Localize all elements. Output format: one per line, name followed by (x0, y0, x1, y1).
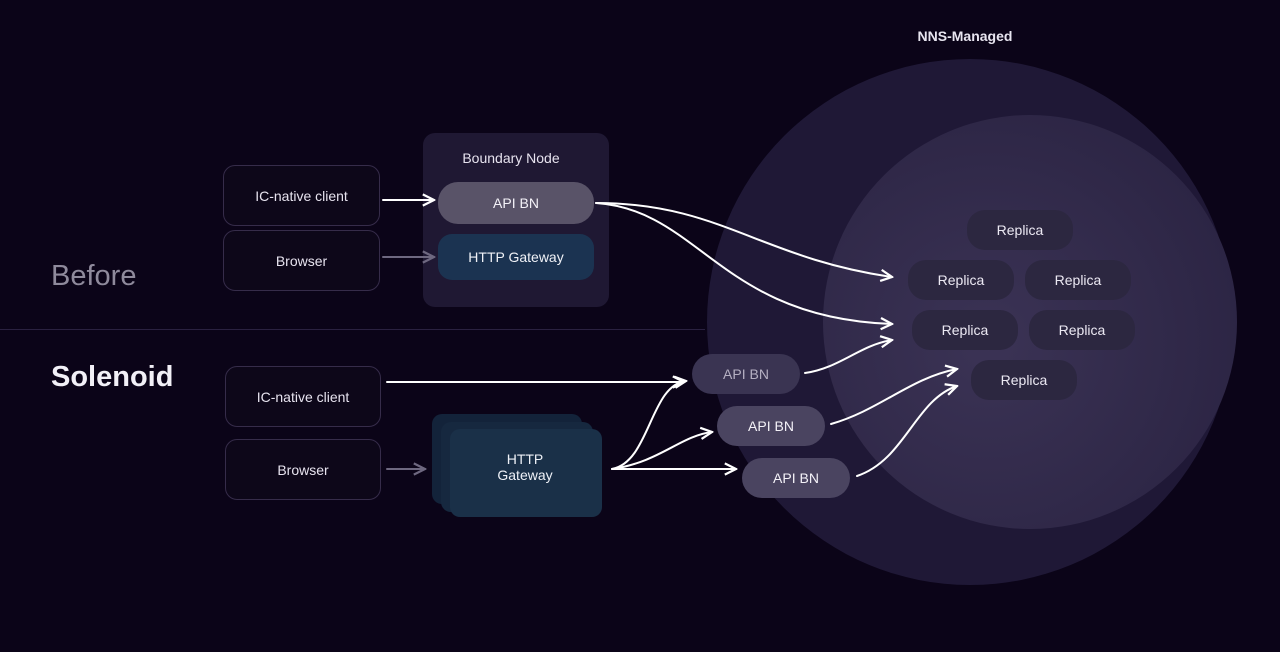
before-http-gateway-label: HTTP Gateway (468, 249, 564, 265)
section-divider (0, 329, 705, 330)
replica-3: Replica (1025, 260, 1131, 300)
before-ic-native-client-label: IC-native client (255, 187, 348, 204)
solenoid-http-gateway-label: HTTP Gateway (450, 451, 600, 483)
before-http-gateway: HTTP Gateway (438, 234, 594, 280)
replica-1: Replica (967, 210, 1073, 250)
nns-managed-label: NNS-Managed (917, 28, 1013, 44)
solenoid-ic-native-client-box: IC-native client (225, 366, 381, 427)
before-browser-box: Browser (223, 230, 380, 291)
before-browser-label: Browser (275, 252, 328, 269)
replica-2: Replica (908, 260, 1014, 300)
before-api-bn: API BN (438, 182, 594, 224)
solenoid-api-bn-3-label: API BN (773, 470, 819, 486)
before-ic-native-client-box: IC-native client (223, 165, 380, 226)
replica-5: Replica (1029, 310, 1135, 350)
solenoid-api-bn-1: API BN (692, 354, 800, 394)
solenoid-section-label: Solenoid (51, 361, 174, 393)
replica-4-label: Replica (941, 322, 989, 338)
wire-before-api-bn-to-replica-a (595, 202, 892, 277)
solenoid-ic-native-client-label: IC-native client (256, 388, 350, 405)
before-section-label: Before (51, 260, 137, 292)
solenoid-api-bn-1-label: API BN (723, 366, 769, 382)
replica-6: Replica (971, 360, 1077, 400)
solenoid-api-bn-2-label: API BN (748, 418, 794, 434)
replica-3-label: Replica (1054, 272, 1102, 288)
wire-api-bn-2-to-replica (830, 369, 957, 425)
replica-5-label: Replica (1058, 322, 1106, 338)
solenoid-api-bn-3: API BN (742, 458, 850, 498)
solenoid-browser-label: Browser (277, 461, 329, 478)
http-gateway-line2: Gateway (497, 467, 553, 483)
replica-4: Replica (912, 310, 1018, 350)
wire-gateway-to-api-bn-1 (611, 381, 686, 470)
gateway-stack-layer-front (450, 429, 602, 517)
solenoid-browser-box: Browser (225, 439, 381, 500)
wire-gateway-to-api-bn-2 (611, 432, 712, 470)
before-api-bn-label: API BN (493, 195, 539, 211)
http-gateway-line1: HTTP (506, 451, 544, 467)
solenoid-api-bn-2: API BN (717, 406, 825, 446)
wire-api-bn-1-to-replica (804, 340, 892, 374)
wire-before-api-bn-to-replica-b (595, 202, 892, 324)
replica-6-label: Replica (1000, 372, 1048, 388)
replica-1-label: Replica (996, 222, 1044, 238)
boundary-node-title: Boundary Node (462, 150, 560, 166)
replica-2-label: Replica (937, 272, 985, 288)
wire-api-bn-3-to-replica (856, 386, 957, 477)
